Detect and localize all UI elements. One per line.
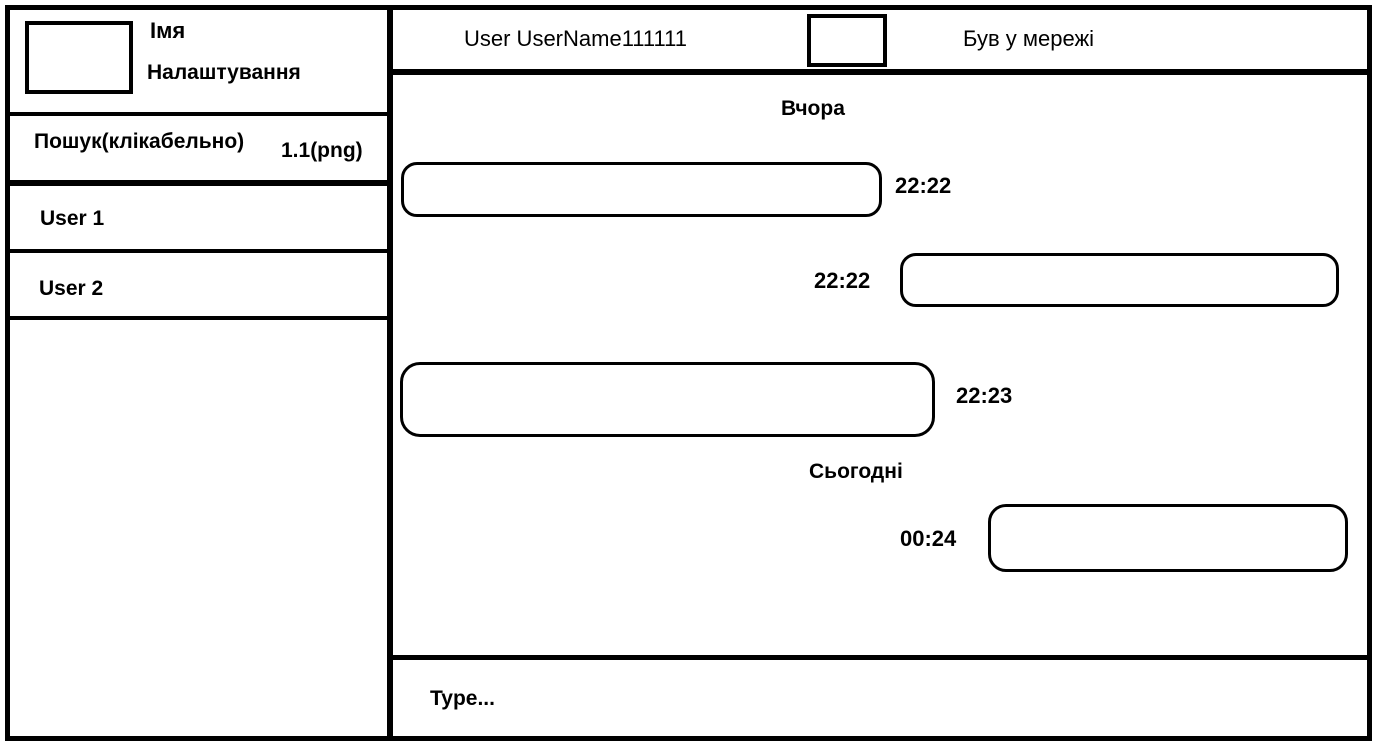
profile-name: Імя: [150, 18, 186, 43]
message-bubble[interactable]: [401, 162, 882, 217]
sidebar-item-user-2[interactable]: [10, 253, 387, 320]
search-label[interactable]: Пошук(клікабельно): [34, 130, 245, 153]
chat-user-status: Був у мережі: [963, 26, 1095, 51]
day-divider-today: Сьогодні: [809, 460, 903, 483]
message-time: 22:22: [895, 173, 952, 198]
chat-header: [393, 10, 1367, 75]
message-input[interactable]: [430, 680, 1330, 718]
search-note: 1.1(png): [281, 139, 363, 162]
message-input-area: [393, 655, 1367, 736]
search-button[interactable]: [10, 116, 387, 186]
sidebar-item-label: User 1: [40, 207, 105, 230]
chat-user-avatar[interactable]: [807, 14, 887, 67]
profile-avatar[interactable]: [25, 21, 133, 94]
chat-panel: [388, 5, 1372, 741]
message-bubble[interactable]: [988, 504, 1348, 572]
message-time: 22:23: [956, 383, 1013, 408]
message-time: 22:22: [814, 268, 871, 293]
sidebar-item-label: User 2: [39, 277, 104, 300]
sidebar-item-user-1[interactable]: [10, 192, 387, 253]
message-bubble[interactable]: [900, 253, 1339, 307]
settings-link[interactable]: Налаштування: [147, 61, 301, 84]
day-divider-yesterday: Вчора: [781, 97, 845, 120]
message-time: 00:24: [900, 526, 957, 551]
profile-panel: [10, 10, 387, 116]
chat-user-name: User UserName111111: [464, 26, 687, 51]
message-bubble[interactable]: [400, 362, 935, 437]
